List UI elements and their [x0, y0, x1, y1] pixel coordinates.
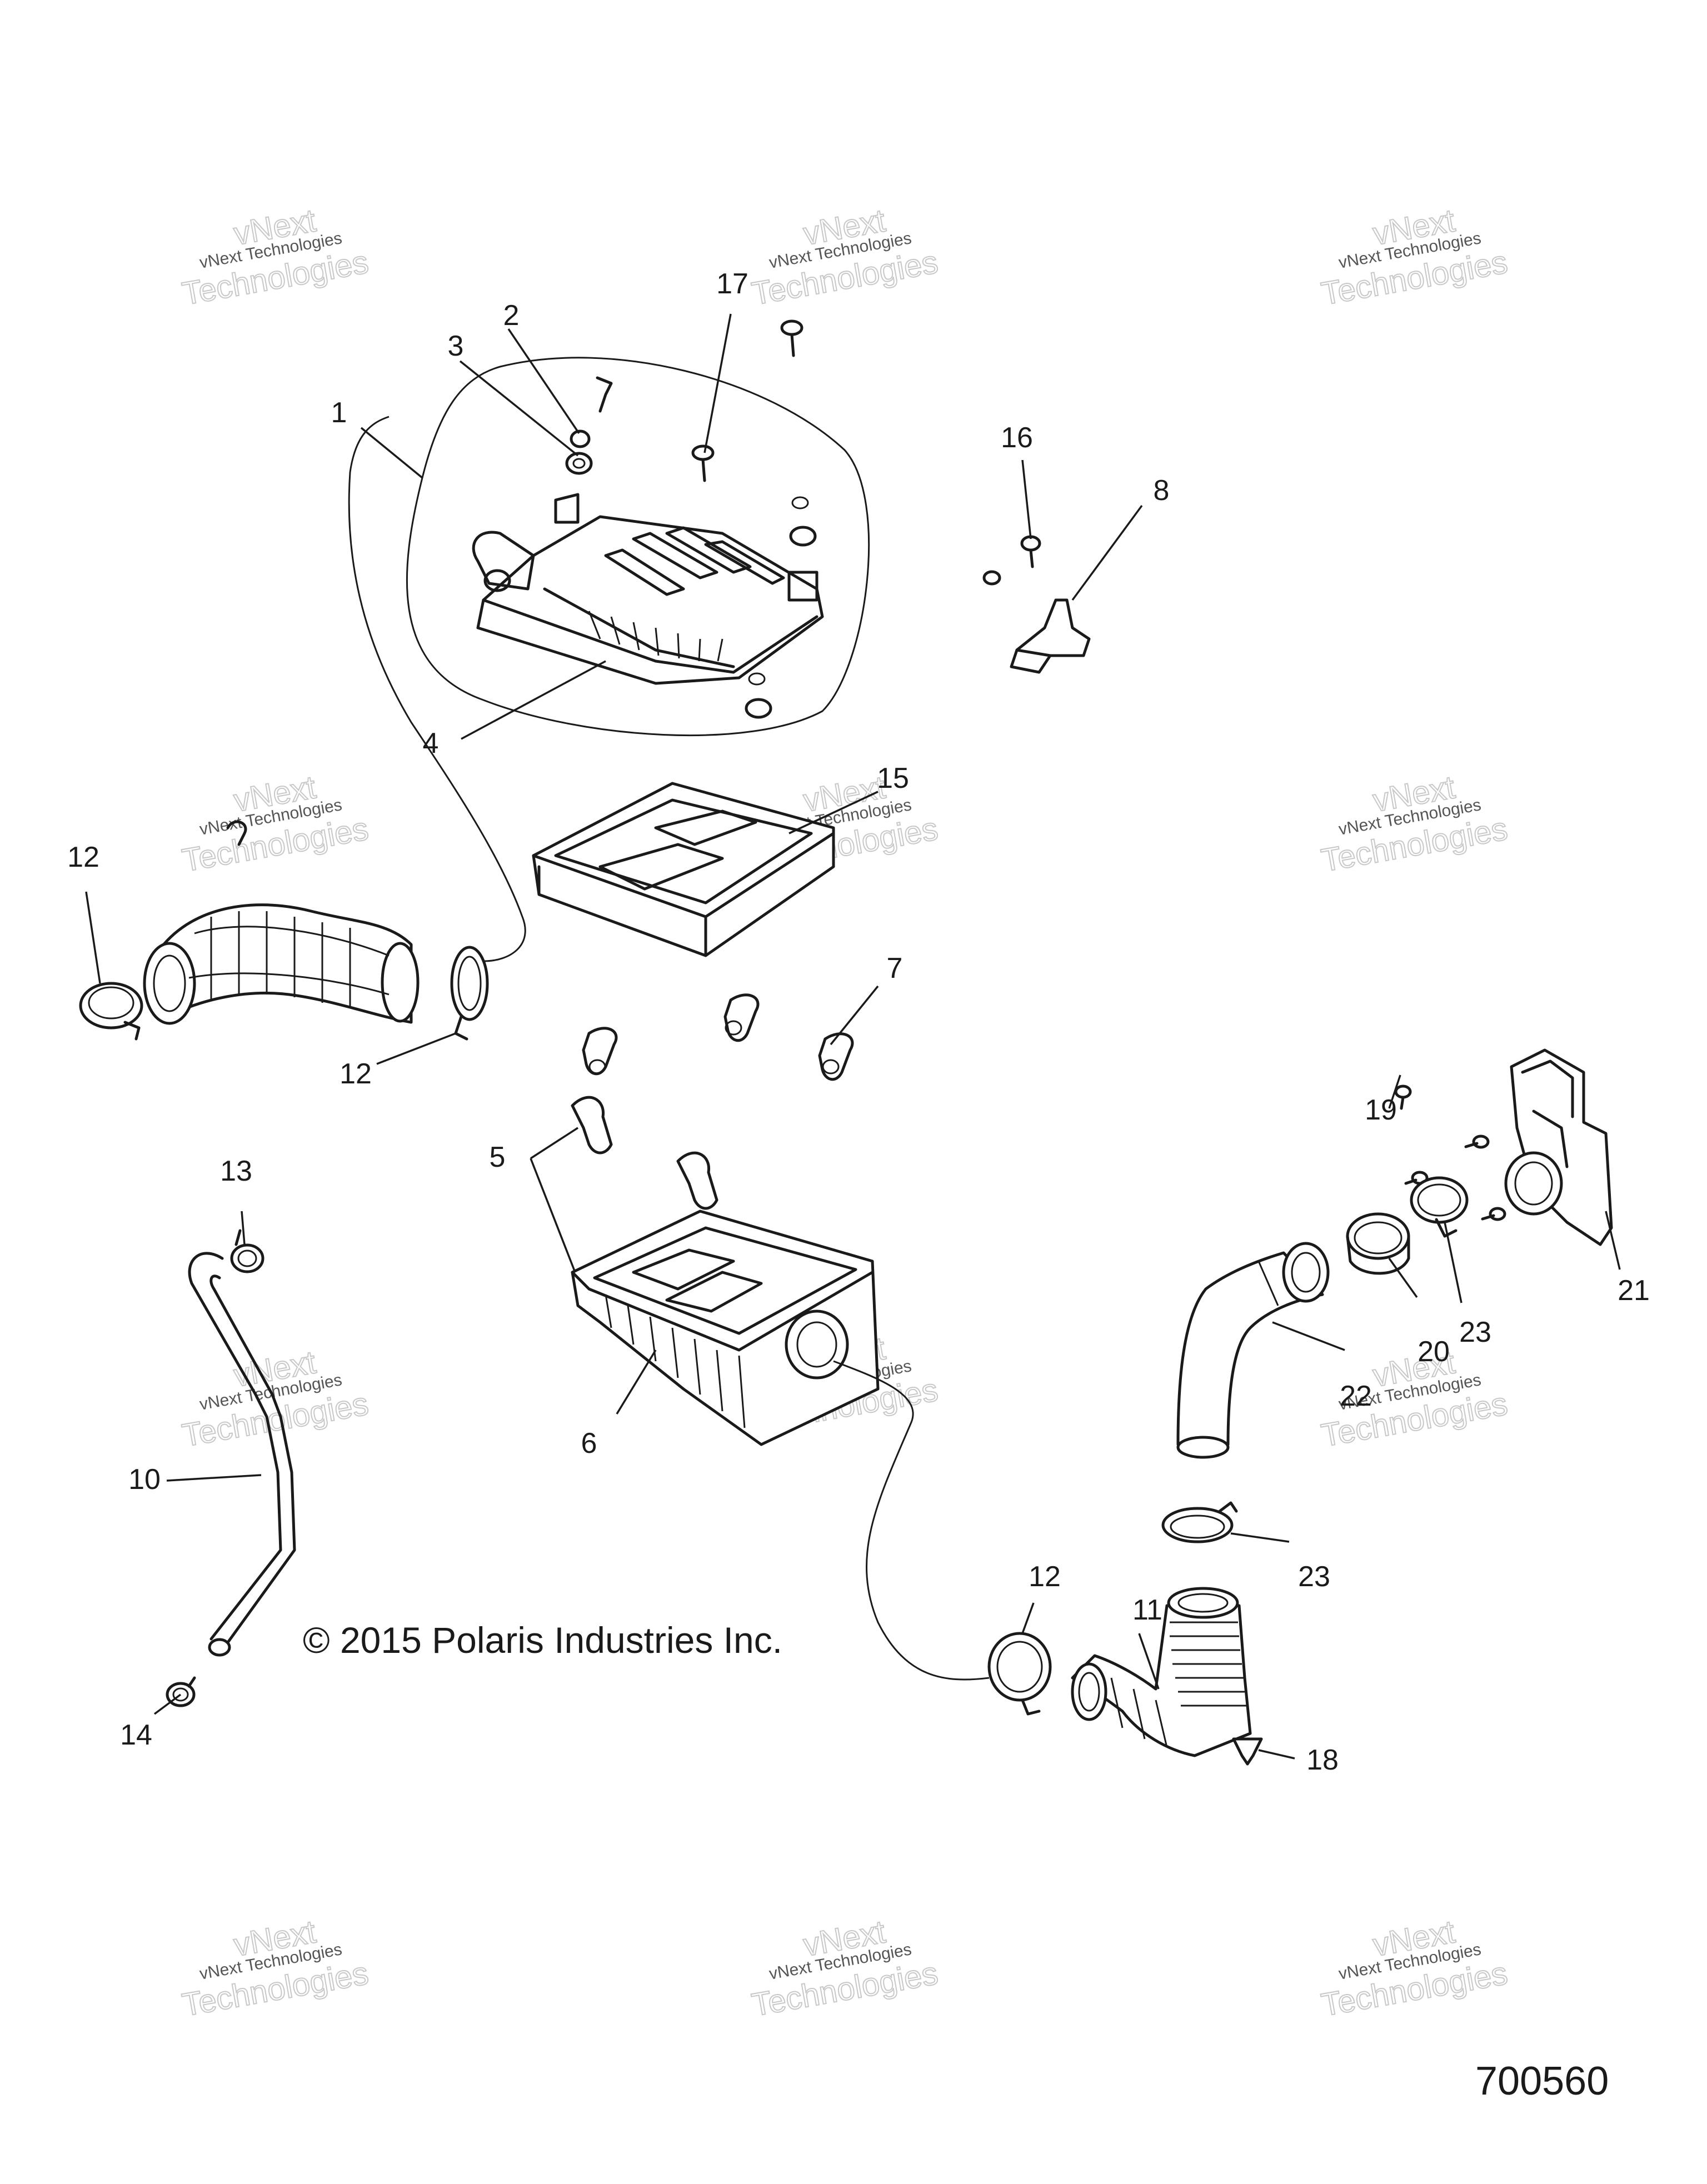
callout-22: 22	[1340, 1380, 1372, 1412]
callout-3: 3	[448, 330, 464, 362]
callout-7: 7	[887, 952, 903, 984]
connection-line-lower	[833, 1360, 990, 1681]
diagram-number: 700560	[1475, 2059, 1609, 2103]
callout-23-lower: 23	[1298, 1561, 1330, 1593]
watermark-1: vNext vNext Technologies Technologies	[179, 202, 372, 312]
connection-line-upper	[348, 416, 526, 962]
callout-10: 10	[128, 1463, 161, 1496]
callout-12-mid: 12	[340, 1058, 372, 1090]
grommet-bottom	[745, 672, 772, 719]
clip-1	[571, 1096, 613, 1155]
callout-23-upper: 23	[1459, 1316, 1491, 1348]
callout-4: 4	[423, 727, 439, 759]
callout-12-bottom: 12	[1029, 1561, 1061, 1593]
callout-11: 11	[1132, 1594, 1162, 1626]
callout-6: 6	[581, 1427, 597, 1460]
watermark-12: vNext vNext Technologies Technologies	[1318, 1913, 1511, 2023]
hose-clamp-12-right	[450, 946, 489, 1041]
nut-top	[570, 429, 591, 448]
callout-20: 20	[1417, 1336, 1450, 1368]
callout-18: 18	[1306, 1744, 1339, 1776]
mount-bracket	[1010, 598, 1091, 674]
callout-21: 21	[1618, 1275, 1650, 1307]
intake-boot-left	[143, 903, 420, 1025]
intake-duct	[1504, 1048, 1613, 1246]
clip-4	[723, 993, 760, 1042]
airbox-cover	[472, 493, 824, 685]
watermark-3: vNext vNext Technologies Technologies	[1318, 202, 1511, 312]
intake-bellows-11	[1071, 1587, 1252, 1757]
elbow-tube-22	[1176, 1242, 1330, 1459]
breather-tube	[188, 1252, 296, 1657]
coupler-20	[1346, 1212, 1410, 1275]
copyright-notice: © 2015 Polaris Industries Inc.	[303, 1620, 782, 1661]
watermark-4: vNext vNext Technologies Technologies	[179, 768, 372, 879]
clamp-13	[230, 1229, 264, 1273]
small-fitting-top	[226, 820, 247, 846]
bolt-16	[982, 535, 1041, 586]
callout-1: 1	[331, 397, 347, 429]
leader-lines	[85, 313, 1621, 1760]
callout-15: 15	[877, 762, 909, 794]
watermark-2: vNext vNext Technologies Technologies	[748, 202, 941, 312]
callout-16: 16	[1001, 422, 1033, 454]
callout-17: 17	[716, 268, 748, 300]
screw-top-left	[596, 376, 613, 413]
callout-19: 19	[1365, 1094, 1397, 1126]
callout-2: 2	[503, 299, 520, 332]
hose-clamp-23-upper	[1410, 1176, 1469, 1238]
airbox-base	[571, 1210, 880, 1446]
callout-5: 5	[490, 1141, 506, 1173]
callout-8: 8	[1154, 474, 1170, 507]
grommet-right-top	[789, 496, 817, 547]
clip-2	[676, 1151, 718, 1210]
screw-19-set	[1394, 1084, 1506, 1221]
bolt-17a	[691, 444, 715, 482]
clip-3	[582, 1027, 618, 1075]
watermark-11: vNext vNext Technologies Technologies	[748, 1913, 941, 2023]
bolt-17b	[780, 319, 803, 357]
hose-clamp-12-bottom	[987, 1632, 1052, 1716]
assembly-enclosure-outline	[406, 357, 870, 737]
grommet-top	[565, 452, 593, 475]
hose-clamp-23-lower	[1161, 1501, 1238, 1543]
callout-12-topleft: 12	[67, 841, 99, 873]
hose-clamp-12-left	[79, 982, 143, 1041]
callout-13: 13	[220, 1155, 252, 1187]
push-rivet-18	[1232, 1737, 1263, 1766]
clip-7	[818, 1032, 854, 1081]
watermark-6: vNext vNext Technologies Technologies	[1318, 768, 1511, 879]
air-filter	[532, 782, 835, 957]
watermark-10: vNext vNext Technologies Technologies	[179, 1913, 372, 2023]
callout-14: 14	[120, 1719, 152, 1751]
